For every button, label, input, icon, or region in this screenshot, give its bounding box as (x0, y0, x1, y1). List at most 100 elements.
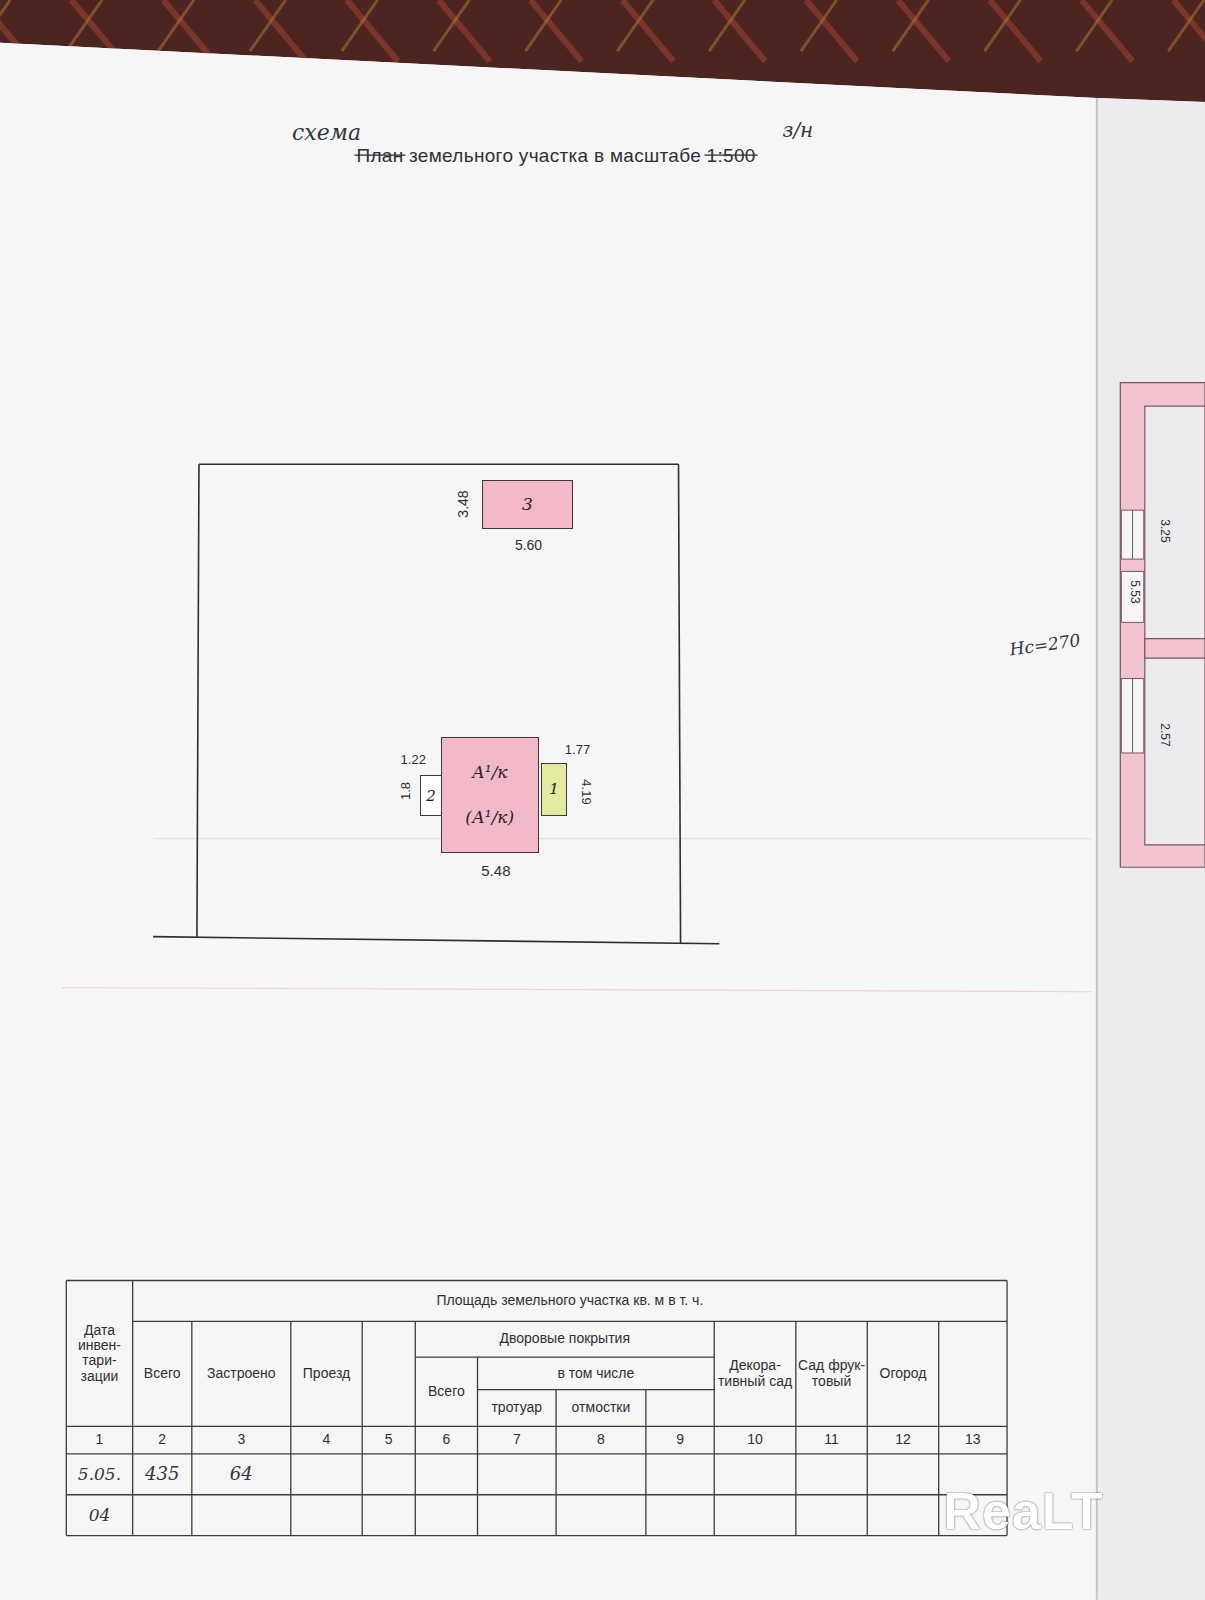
table-value: 64 (192, 1454, 291, 1495)
column-number: 6 (415, 1426, 477, 1454)
table-line (645, 1390, 646, 1536)
table-line (66, 1426, 1007, 1427)
rug-pattern (158, 0, 194, 51)
window-glass (1132, 679, 1133, 753)
column-number: 13 (939, 1426, 1007, 1454)
building-label: А¹/к (472, 763, 508, 782)
table-header: Всего (415, 1357, 477, 1426)
table-header: Застроено (192, 1321, 291, 1426)
table-header: тротуар (478, 1390, 557, 1427)
table-header: Дата инвен- тари- зации (66, 1281, 132, 1427)
dimension: 1.77 (565, 743, 590, 757)
rug-pattern (66, 0, 102, 51)
rug-pattern (250, 0, 286, 51)
rug-pattern (617, 0, 653, 51)
paper-page (1097, 98, 1205, 1600)
table-line (66, 1494, 1007, 1495)
window (1121, 679, 1143, 753)
dimension: 5.48 (481, 863, 510, 880)
table-header: Площадь земельного участка кв. м в т. ч. (133, 1281, 1007, 1322)
building-label: 2 (426, 788, 436, 805)
column-number: 2 (133, 1426, 192, 1454)
column-number: 4 (291, 1426, 362, 1454)
watermark: ReaLT (943, 1484, 1103, 1541)
plot-boundary (679, 464, 681, 944)
ruling-line (153, 838, 1092, 839)
table-line (938, 1321, 939, 1535)
house-box: А¹/к (А¹/к) (441, 737, 539, 853)
handwritten-note: схема (292, 121, 361, 145)
table-line (477, 1357, 478, 1536)
table-line (867, 1321, 868, 1535)
table-header: Проезд (291, 1321, 362, 1426)
table-line (795, 1321, 796, 1535)
table-line (66, 1281, 67, 1536)
dimension: 3.25 (1158, 519, 1171, 542)
column-number: 5 (362, 1426, 415, 1454)
rug-pattern (1076, 0, 1112, 51)
table-line (415, 1321, 416, 1535)
table-header: Всего (133, 1321, 192, 1426)
table-value: 435 (133, 1454, 192, 1495)
table-line (133, 1321, 1007, 1322)
column-number: 11 (796, 1426, 867, 1454)
window (1121, 571, 1143, 622)
rug-pattern (1173, 0, 1205, 61)
form-title: План земельного участка в масштабе 1:500 (356, 146, 755, 167)
rug-pattern (434, 0, 470, 51)
table-line (191, 1321, 192, 1535)
rug-pattern (342, 0, 378, 51)
wall-outer (1120, 383, 1205, 868)
rug-pattern (1168, 0, 1204, 51)
window-glass (1132, 510, 1133, 559)
table-line (66, 1535, 1007, 1536)
building-label: (А¹/к) (465, 808, 514, 827)
table-line (478, 1389, 715, 1390)
plot-boundary (197, 464, 199, 936)
table-header: Огород (867, 1321, 938, 1426)
table-value: 04 (66, 1495, 132, 1536)
table-line (415, 1356, 714, 1357)
partition-wall (1145, 639, 1205, 658)
paper-page (0, 43, 1097, 1600)
column-number: 3 (192, 1426, 291, 1454)
dimension: 4.19 (579, 779, 593, 804)
column-number: 10 (714, 1426, 796, 1454)
table-header: отмостки (556, 1390, 646, 1427)
table-line (66, 1453, 1007, 1454)
dimension: 3.48 (457, 490, 472, 517)
room-interior (1145, 406, 1205, 845)
table-header: Сад фрук- товый (796, 1321, 867, 1426)
column-number: 1 (66, 1426, 132, 1454)
rug-pattern (801, 0, 837, 51)
building-label: 1 (549, 781, 559, 798)
dimension: 5.60 (515, 538, 542, 553)
rug-pattern (985, 0, 1021, 51)
dimension: 2.57 (1158, 723, 1171, 746)
table-line (132, 1281, 133, 1536)
rug-pattern (525, 0, 561, 51)
window (1121, 510, 1143, 559)
column-number: 7 (478, 1426, 557, 1454)
dimension: 1.22 (401, 753, 426, 767)
table-line (290, 1321, 291, 1535)
table-line (555, 1390, 556, 1536)
table-header: в том числе (478, 1357, 715, 1390)
rug-pattern (893, 0, 929, 51)
column-number: 9 (646, 1426, 714, 1454)
building-label: 3 (522, 495, 533, 514)
table-line (714, 1321, 715, 1535)
annex-box: 1 (541, 763, 568, 816)
dimension: 5.53 (1127, 580, 1140, 603)
page-fold (1096, 98, 1098, 1600)
table-value: 5.05. (66, 1454, 132, 1495)
table-header: Декора- тивный сад (714, 1321, 796, 1426)
table-line (66, 1280, 1007, 1281)
column-number: 8 (556, 1426, 646, 1454)
outbuilding-box: 3 (482, 480, 574, 529)
annex-box: 2 (420, 775, 441, 816)
column-number: 12 (867, 1426, 938, 1454)
plot-boundary (153, 937, 719, 944)
table-line (362, 1321, 363, 1535)
table-header: Дворовые покрытия (415, 1321, 714, 1357)
